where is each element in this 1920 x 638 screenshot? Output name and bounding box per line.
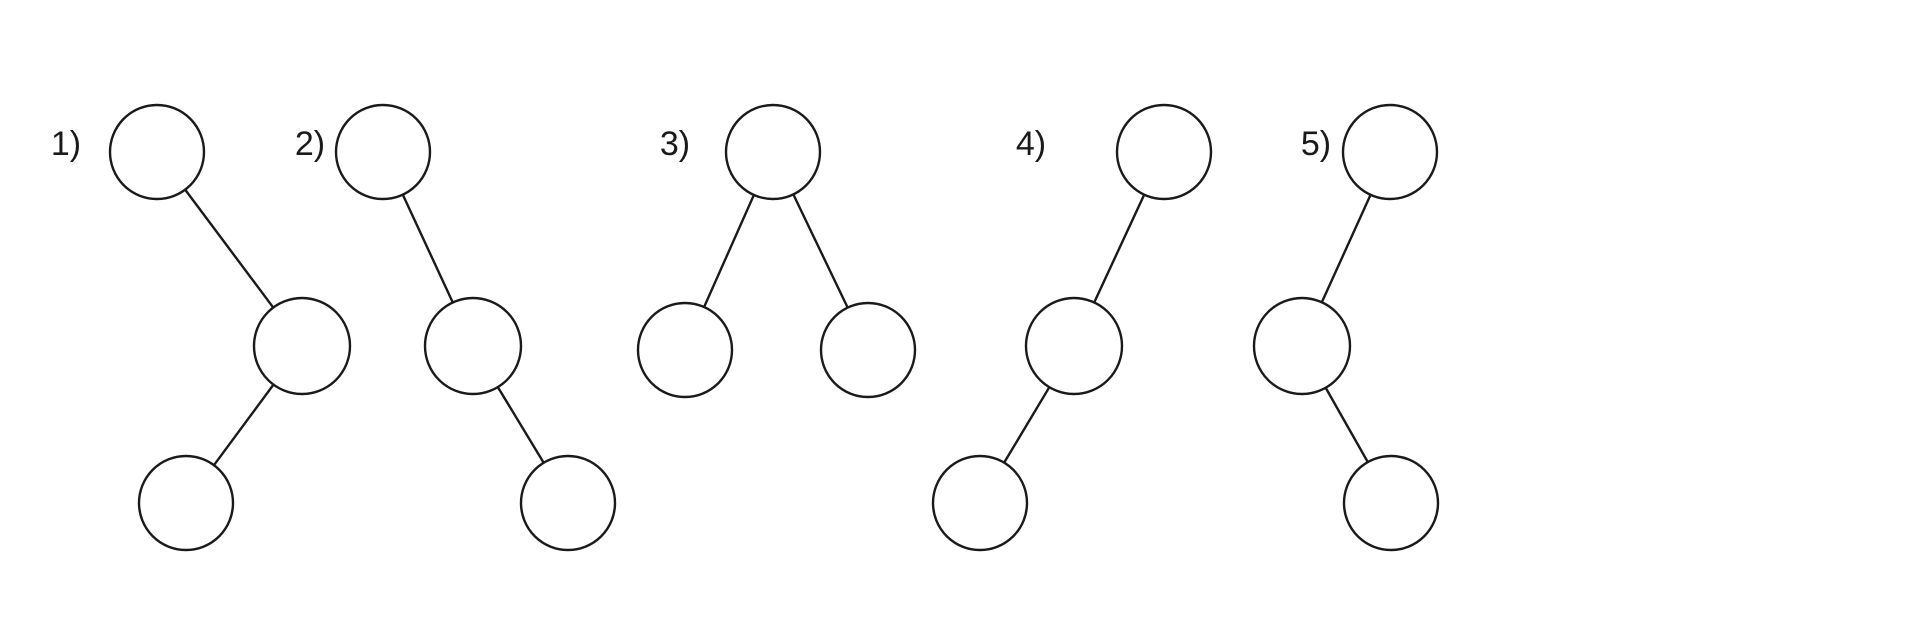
tree-edge-child-right-to-grandchild-left <box>212 383 275 467</box>
tree-edge-child-left-to-grandchild-right <box>1324 386 1370 464</box>
tree-node-root[interactable] <box>334 103 432 201</box>
tree-diagram-3: 3) <box>636 103 917 399</box>
tree-node-root[interactable] <box>724 103 822 201</box>
diagrams-layer: 1) 2) 3) 4) 5) <box>51 103 1440 552</box>
tree-node-root[interactable] <box>1115 103 1213 201</box>
tree-diagram-4: 4) <box>931 103 1213 552</box>
tree-diagram-1: 1) <box>51 103 352 552</box>
option-label-1: 1) <box>51 125 81 163</box>
tree-edge-root-to-child-right <box>792 193 849 309</box>
tree-node-child-right[interactable] <box>252 296 352 396</box>
tree-node-child-right[interactable] <box>819 301 917 399</box>
tree-node-child-left[interactable] <box>1024 296 1124 396</box>
tree-edge-root-to-child-left <box>1093 193 1146 304</box>
tree-node-child-left[interactable] <box>1252 296 1352 396</box>
tree-node-grandchild-left[interactable] <box>137 454 235 552</box>
option-label-5: 5) <box>1301 125 1331 163</box>
option-label-3: 3) <box>660 125 690 163</box>
tree-node-child-right[interactable] <box>423 296 523 396</box>
tree-diagram-5: 5) <box>1252 103 1440 552</box>
tree-node-child-left[interactable] <box>636 301 734 399</box>
tree-edge-child-left-to-grandchild-left <box>1002 385 1051 464</box>
tree-node-grandchild-left[interactable] <box>931 454 1029 552</box>
tree-edge-root-to-child-right <box>183 188 275 309</box>
tree-edge-child-right-to-grandchild-right <box>496 385 545 464</box>
tree-edge-root-to-child-left <box>702 193 756 309</box>
tree-node-grandchild-right[interactable] <box>519 454 617 552</box>
tree-node-grandchild-right[interactable] <box>1342 454 1440 552</box>
option-label-4: 4) <box>1016 125 1046 163</box>
tree-node-root[interactable] <box>108 103 206 201</box>
tree-diagram-2: 2) <box>295 103 617 552</box>
option-label-2: 2) <box>295 125 325 163</box>
tree-edge-root-to-child-left <box>1320 193 1372 304</box>
tree-node-root[interactable] <box>1341 103 1439 201</box>
tree-edge-root-to-child-right <box>401 193 454 304</box>
